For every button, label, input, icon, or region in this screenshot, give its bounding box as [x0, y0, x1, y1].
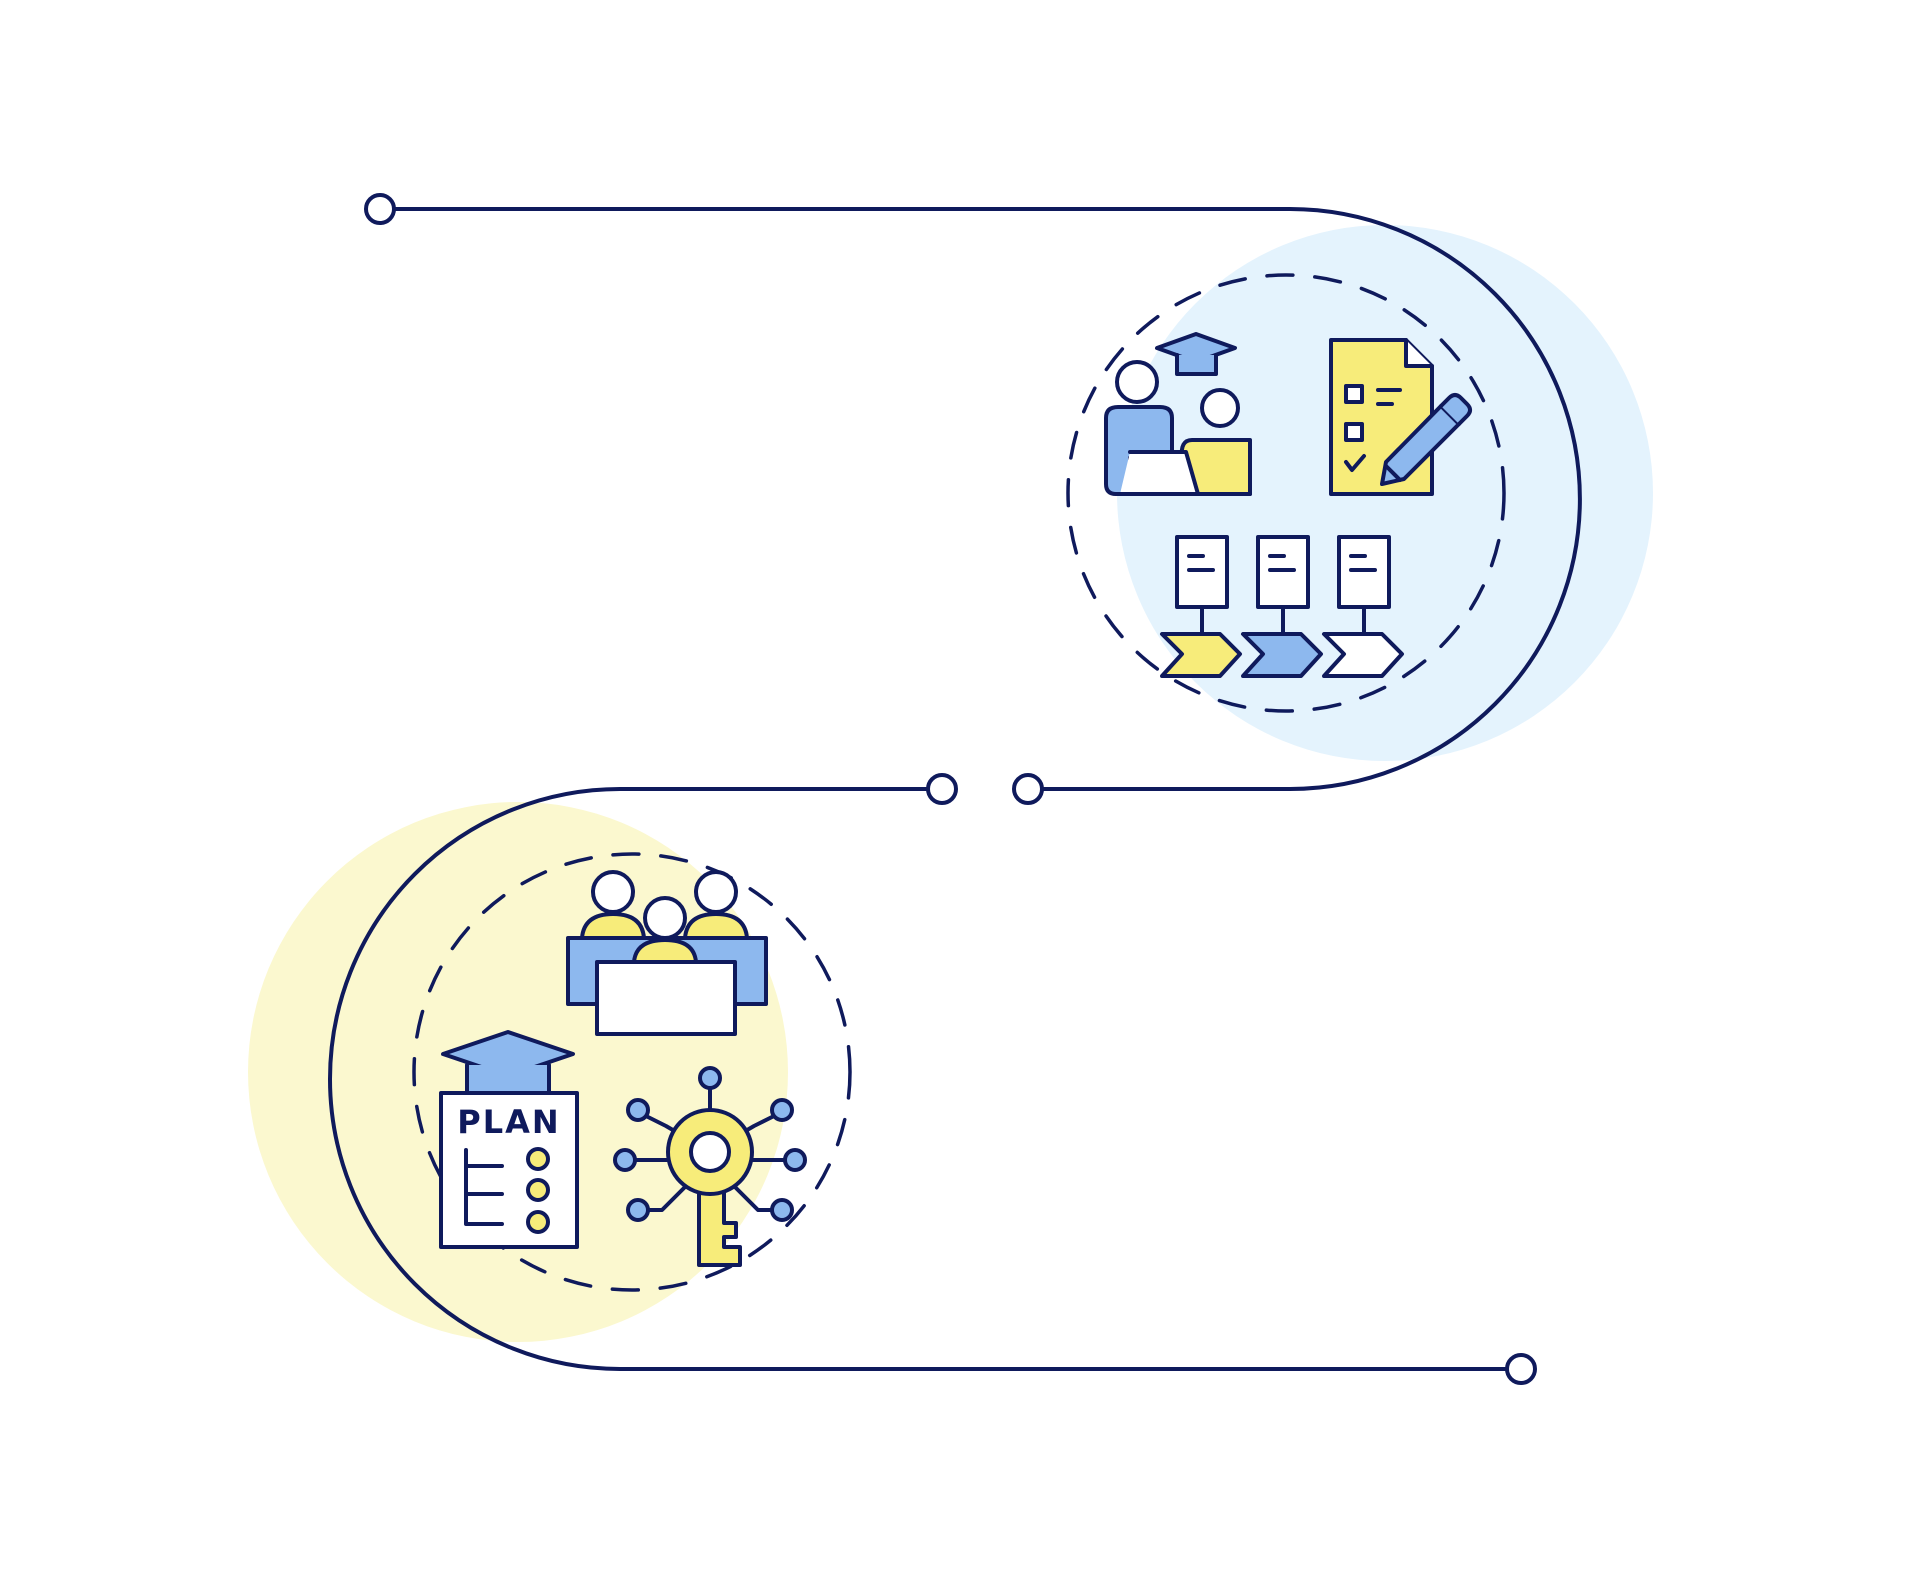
mid-node-left	[926, 773, 958, 805]
checklist-pencil-icon	[1329, 338, 1472, 496]
bottom-step-dashed-ring	[412, 852, 852, 1292]
mid-node-right	[1012, 773, 1044, 805]
key-network-icon	[613, 1066, 807, 1267]
timeline-connector	[328, 193, 1582, 1385]
education-plan-icon: PLAN	[439, 1030, 579, 1249]
end-node	[1505, 1353, 1537, 1385]
start-node	[364, 193, 396, 225]
plan-label: PLAN	[457, 1103, 560, 1141]
team-meeting-icon	[566, 870, 768, 1036]
process-steps-icon	[1160, 535, 1404, 678]
mentoring-icon	[1104, 332, 1252, 496]
top-step-dashed-ring	[1066, 273, 1506, 713]
